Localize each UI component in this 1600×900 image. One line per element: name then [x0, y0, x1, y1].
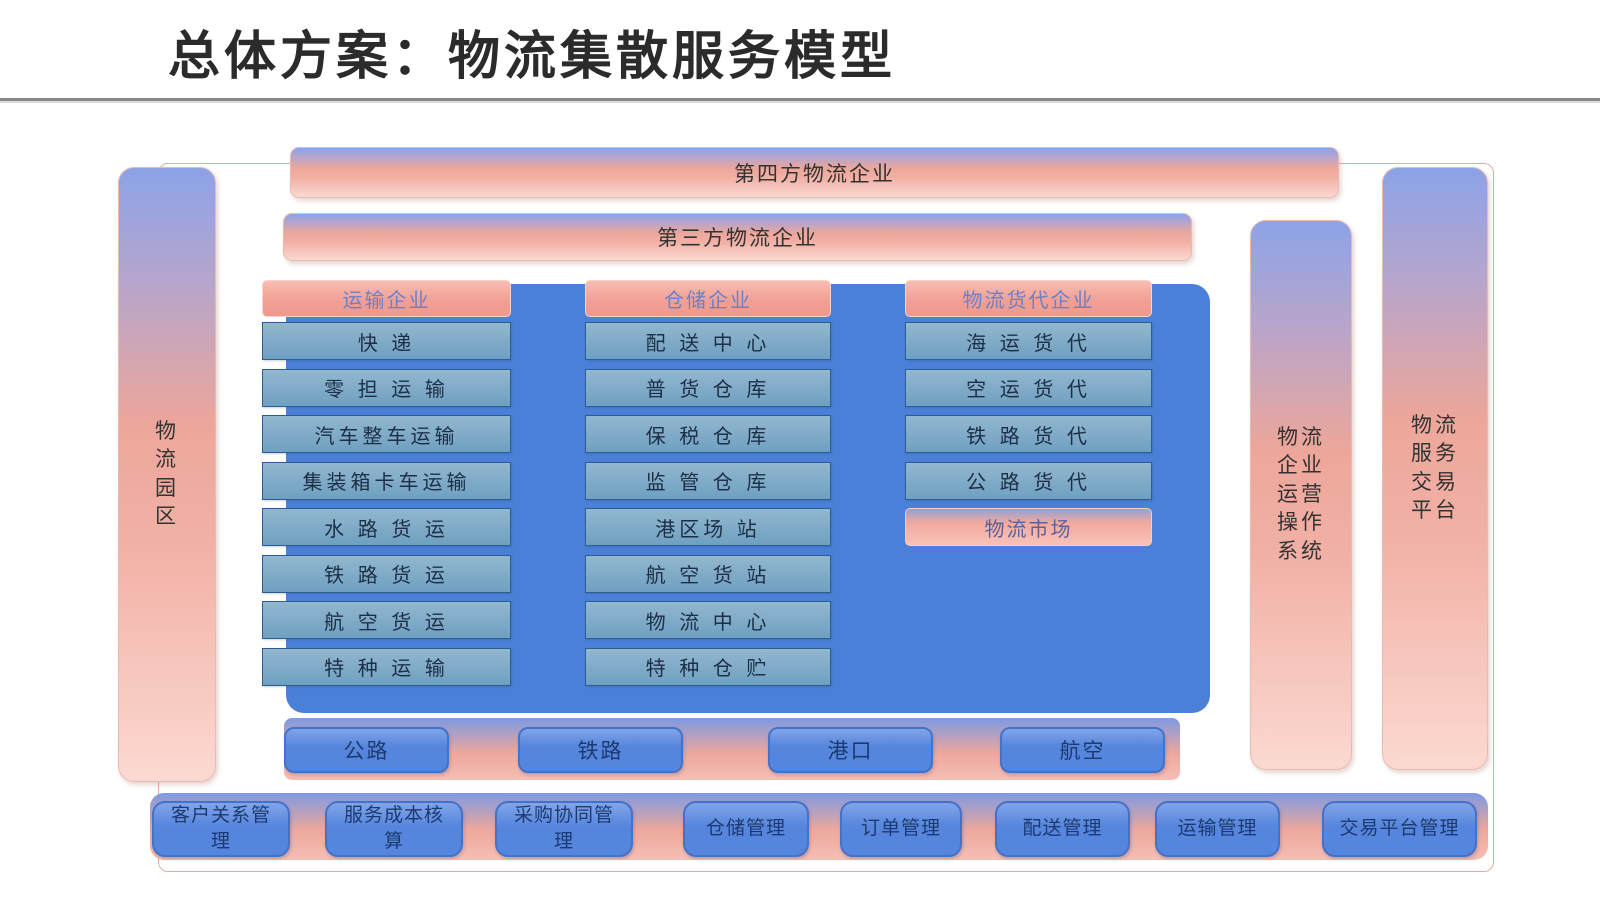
warehouse-item: 物 流 中 心 — [585, 601, 831, 639]
transport-item: 集装箱卡车运输 — [262, 461, 511, 500]
third-party-logistics-label: 第三方物流企业 — [657, 227, 818, 250]
transport-item: 特 种 运 输 — [262, 647, 511, 686]
mgmt-button-distribution: 配送管理 — [995, 801, 1130, 857]
third-party-logistics-bar: 第三方物流企业 — [283, 213, 1192, 261]
warehouse-item: 配 送 中 心 — [585, 322, 831, 360]
fourth-party-logistics-label: 第四方物流企业 — [734, 162, 895, 186]
fourth-party-logistics-bar: 第四方物流企业 — [290, 147, 1339, 198]
transport-item: 水 路 货 运 — [262, 508, 511, 546]
infra-button-port: 港口 — [768, 727, 933, 773]
infra-button-road: 公路 — [284, 727, 449, 773]
warehouse-item: 航 空 货 站 — [585, 554, 831, 593]
logistics-park-bar: 物 流 园 区 — [118, 167, 216, 782]
transport-item: 汽车整车运输 — [262, 415, 511, 453]
slide-title: 总体方案：物流集散服务模型 — [168, 28, 897, 86]
column-forwarder-enterprises: 海 运 货 代 空 运 货 代 铁 路 货 代 公 路 货 代 物流市场 — [905, 322, 1152, 546]
column-transport-enterprises: 快 递 零 担 运 输 汽车整车运输 集装箱卡车运输 水 路 货 运 铁 路 货… — [262, 322, 511, 686]
forwarder-item: 海 运 货 代 — [905, 322, 1152, 360]
trading-platform-bar: 物流 服务 交易 平台 — [1382, 167, 1488, 770]
operation-system-label: 物流 企业 运营 操作 系统 — [1277, 426, 1325, 563]
mgmt-button-transport: 运输管理 — [1155, 801, 1280, 857]
mgmt-button-warehouse: 仓储管理 — [683, 801, 809, 857]
infra-button-air: 航空 — [1000, 727, 1165, 773]
warehouse-item: 监 管 仓 库 — [585, 461, 831, 500]
forwarder-item: 空 运 货 代 — [905, 368, 1152, 407]
transport-item: 快 递 — [262, 322, 511, 360]
transport-item: 铁 路 货 运 — [262, 554, 511, 593]
trading-platform-label: 物流 服务 交易 平台 — [1411, 413, 1459, 522]
warehouse-item: 特 种 仓 贮 — [585, 647, 831, 686]
forwarder-item: 公 路 货 代 — [905, 461, 1152, 500]
operation-system-bar: 物流 企业 运营 操作 系统 — [1250, 220, 1352, 770]
mgmt-button-cost-accounting: 服务成本核算 — [325, 801, 463, 857]
mgmt-button-order: 订单管理 — [840, 801, 962, 857]
column-warehouse-enterprises: 配 送 中 心 普 货 仓 库 保 税 仓 库 监 管 仓 库 港区场 站 航 … — [585, 322, 831, 686]
title-divider — [0, 98, 1600, 103]
logistics-market-box: 物流市场 — [905, 508, 1152, 546]
column-header-forwarder-enterprises: 物流货代企业 — [905, 280, 1152, 317]
warehouse-item: 港区场 站 — [585, 508, 831, 546]
column-header-transport-enterprises: 运输企业 — [262, 280, 511, 317]
transport-item: 零 担 运 输 — [262, 368, 511, 407]
warehouse-item: 保 税 仓 库 — [585, 415, 831, 453]
logistics-park-label: 物 流 园 区 — [155, 419, 179, 528]
forwarder-item: 铁 路 货 代 — [905, 415, 1152, 453]
mgmt-button-procurement: 采购协同管理 — [495, 801, 633, 857]
column-header-warehouse-enterprises: 仓储企业 — [585, 280, 831, 317]
transport-item: 航 空 货 运 — [262, 601, 511, 639]
mgmt-button-customer-relations: 客户关系管理 — [152, 801, 290, 857]
mgmt-button-trading-platform: 交易平台管理 — [1322, 801, 1477, 857]
infra-button-rail: 铁路 — [518, 727, 683, 773]
warehouse-item: 普 货 仓 库 — [585, 368, 831, 407]
